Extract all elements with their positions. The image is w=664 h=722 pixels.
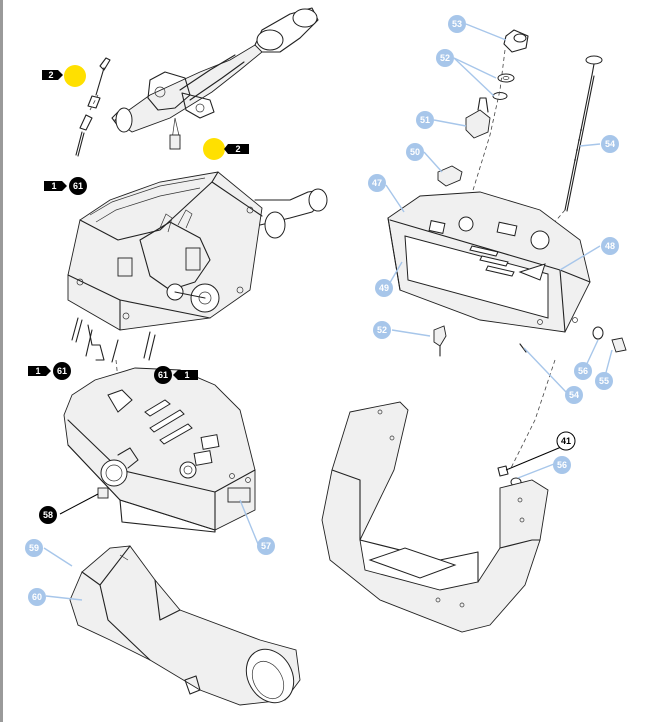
svg-text:52: 52 — [377, 325, 387, 335]
callout-48[interactable]: 48 — [601, 237, 619, 255]
svg-text:1: 1 — [51, 181, 56, 191]
bolt-group-left — [71, 317, 156, 381]
top-plate — [387, 191, 591, 333]
svg-text:60: 60 — [32, 592, 42, 602]
callouts-blue: 53 52 51 50 54 47 48 49 52 56 55 54 56 5… — [25, 15, 619, 606]
spring-pin-part — [75, 57, 111, 157]
svg-text:54: 54 — [605, 139, 615, 149]
svg-text:56: 56 — [557, 460, 567, 470]
callout-54-mid[interactable]: 54 — [565, 386, 583, 404]
svg-text:51: 51 — [420, 115, 430, 125]
svg-text:58: 58 — [43, 510, 53, 520]
callout-55[interactable]: 55 — [595, 372, 613, 390]
callout-49[interactable]: 49 — [375, 279, 393, 297]
svg-text:52: 52 — [440, 53, 450, 63]
highlight-dot — [64, 65, 86, 87]
callout-59[interactable]: 59 — [25, 539, 43, 557]
black-leaders — [59, 444, 567, 515]
svg-text:53: 53 — [452, 19, 462, 29]
callout-41[interactable]: 41 — [556, 431, 576, 451]
callout-50[interactable]: 50 — [406, 143, 424, 161]
svg-text:48: 48 — [605, 241, 615, 251]
tag-2-top-left[interactable]: 2 — [42, 65, 86, 87]
tag-1-61-left[interactable]: 1 61 — [28, 362, 71, 380]
callout-56-bottom[interactable]: 56 — [553, 456, 571, 474]
rod-part — [547, 55, 603, 231]
svg-text:54: 54 — [569, 390, 579, 400]
callout-60[interactable]: 60 — [28, 588, 46, 606]
svg-text:49: 49 — [379, 283, 389, 293]
svg-text:2: 2 — [235, 144, 240, 154]
small-fasteners — [433, 325, 627, 487]
handle-cover — [69, 545, 301, 706]
tag-2-handlebar[interactable]: 2 — [203, 138, 249, 160]
tag-1-61-top[interactable]: 1 61 — [44, 177, 87, 195]
callout-51[interactable]: 51 — [416, 111, 434, 129]
bottom-plate — [63, 367, 256, 533]
svg-text:2: 2 — [48, 70, 53, 80]
callout-53[interactable]: 53 — [448, 15, 466, 33]
highlight-dot — [203, 138, 225, 160]
svg-text:47: 47 — [372, 178, 382, 188]
callout-52-top[interactable]: 52 — [436, 49, 454, 67]
svg-text:55: 55 — [599, 376, 609, 386]
callout-58[interactable]: 58 — [39, 506, 57, 524]
callout-52-mid[interactable]: 52 — [373, 321, 391, 339]
left-border — [0, 0, 3, 722]
svg-text:61: 61 — [73, 181, 83, 191]
callout-47[interactable]: 47 — [368, 174, 386, 192]
svg-text:50: 50 — [410, 147, 420, 157]
callout-54-top[interactable]: 54 — [601, 135, 619, 153]
lower-bracket — [321, 401, 549, 633]
switch-stack — [437, 29, 529, 201]
callout-57[interactable]: 57 — [257, 537, 275, 555]
control-housing — [67, 171, 328, 331]
svg-text:1: 1 — [35, 366, 40, 376]
svg-text:41: 41 — [561, 436, 571, 446]
tag-61-1-right[interactable]: 61 1 — [154, 366, 198, 384]
svg-text:1: 1 — [184, 370, 189, 380]
handlebar-assembly — [111, 7, 319, 150]
callout-leaders — [43, 23, 613, 601]
svg-text:61: 61 — [57, 366, 67, 376]
callout-56-top[interactable]: 56 — [574, 362, 592, 380]
svg-text:56: 56 — [578, 366, 588, 376]
svg-text:61: 61 — [158, 370, 168, 380]
svg-text:57: 57 — [261, 541, 271, 551]
svg-text:59: 59 — [29, 543, 39, 553]
